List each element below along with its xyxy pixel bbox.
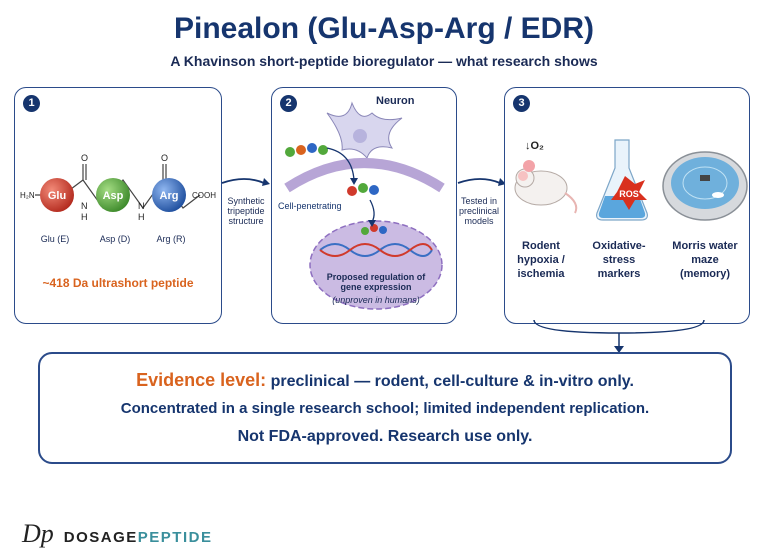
panel-mechanism: 2 Neuron Cell-penetrating Proposed regul… xyxy=(271,87,457,324)
amide-h-2: H xyxy=(138,212,145,222)
panel-structure: 1 Glu Asp Arg H₂N COOH O O N H N H Glu (… xyxy=(14,87,222,324)
asp-label: Asp (D) xyxy=(100,234,131,244)
brand-mark: Dp xyxy=(22,519,54,548)
step-number-1: 1 xyxy=(23,95,40,112)
evidence-box: Evidence level: preclinical — rodent, ce… xyxy=(38,352,732,464)
arrow-1-label: Synthetic tripeptide structure xyxy=(227,196,265,226)
page-subtitle: A Khavinson short-peptide bioregulator —… xyxy=(170,53,598,69)
model-water-maze: Morris water maze (memory) xyxy=(672,240,738,280)
evidence-line-2: Concentrated in a single research school… xyxy=(120,400,650,417)
evidence-level: preclinical — rodent, cell-culture & in-… xyxy=(270,373,634,390)
regulation-label: Proposed regulation of gene expression xyxy=(326,272,426,292)
ros-label: ROS xyxy=(619,189,639,199)
o2-label: ↓O₂ xyxy=(525,140,544,152)
regulation-caveat: (unproven in humans) xyxy=(332,295,420,305)
asp-short: Asp xyxy=(103,190,124,202)
evidence-line-1: Evidence level: preclinical — rodent, ce… xyxy=(40,370,730,391)
converge-arrow xyxy=(533,319,705,353)
glu-short: Glu xyxy=(48,190,66,202)
step-number-2: 2 xyxy=(280,95,297,112)
glu-residue xyxy=(40,178,74,212)
carbonyl-o-1: O xyxy=(81,153,88,163)
amide-h-1: H xyxy=(81,212,88,222)
brand-word-1: DOSAGE xyxy=(63,529,138,546)
arg-residue xyxy=(152,178,186,212)
asp-residue xyxy=(96,178,130,212)
brand-logo: Dp DOSAGEPEPTIDE xyxy=(22,519,212,549)
model-hypoxia: Rodent hypoxia / ischemia xyxy=(517,240,565,280)
step-number-3: 3 xyxy=(513,95,530,112)
penetrating-label: Cell-penetrating xyxy=(278,201,342,211)
amide-n-1: N xyxy=(81,201,88,211)
tripeptide-diagram: Glu Asp Arg H₂N COOH O O N H N H Glu (E)… xyxy=(20,153,216,244)
evidence-line-3: Not FDA-approved. Research use only. xyxy=(237,428,533,445)
glu-label: Glu (E) xyxy=(41,234,70,244)
models-illustration: ROS xyxy=(514,139,748,221)
n-terminus: H₂N xyxy=(20,191,35,200)
arrow-1 xyxy=(221,178,270,186)
amide-n-2: N xyxy=(138,201,145,211)
arg-short: Arg xyxy=(160,190,179,202)
page-title: Pinealon (Glu-Asp-Arg / EDR) xyxy=(174,12,594,45)
neuron-illustration xyxy=(284,101,445,310)
arrow-2 xyxy=(457,178,506,186)
arrow-2-label: Tested in preclinical models xyxy=(458,196,500,226)
brand-word-2: PEPTIDE xyxy=(137,529,213,546)
arg-label: Arg (R) xyxy=(157,234,186,244)
c-terminus: COOH xyxy=(192,191,216,200)
panel-models: 3 ↓O₂ ROS Rodent hypoxia / ischemia Oxid… xyxy=(504,87,750,324)
evidence-prefix: Evidence level: xyxy=(136,370,267,390)
model-oxidative: Oxidative-stress markers xyxy=(592,240,646,280)
mass-text: ~418 Da ultrashort peptide xyxy=(42,276,194,290)
carbonyl-o-2: O xyxy=(161,153,168,163)
neuron-label: Neuron xyxy=(376,95,415,107)
